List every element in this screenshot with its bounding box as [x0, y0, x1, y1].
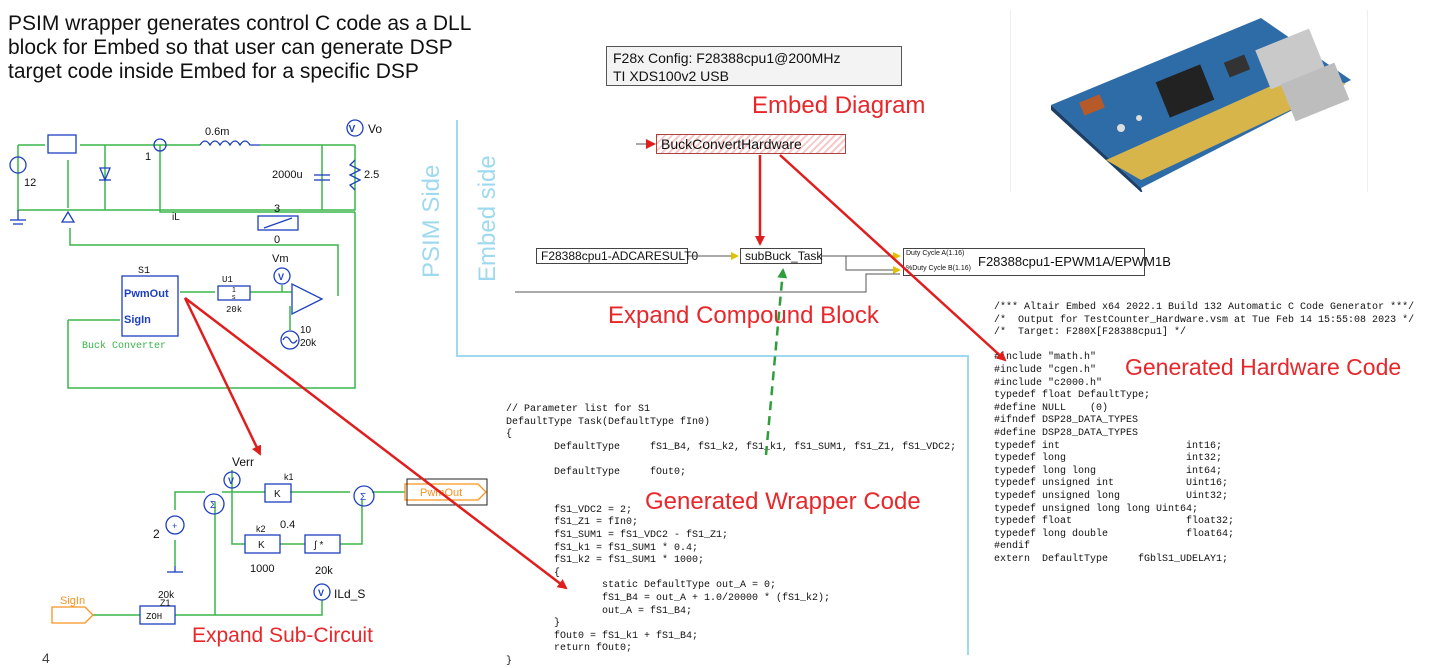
k1-val: 0.4	[280, 519, 295, 531]
integrator-glyph: ∫ *	[313, 540, 324, 551]
pwmout-label: PwmOut	[124, 288, 169, 300]
res-label: 2.5	[364, 169, 379, 181]
u1-label: U1	[222, 275, 233, 285]
svg-text:V: V	[278, 272, 284, 282]
tri-20k-label: 20k	[300, 338, 317, 349]
dsp-board-icon	[1051, 18, 1351, 194]
ild-label: ILd_S	[334, 587, 365, 601]
subcircuit-labels: + 2 V Verr Σ k1 K 0.4 k2 K 1000 ∫ * 20k …	[146, 455, 366, 622]
adc-block[interactable]: F28388cpu1-ADCARESULT0	[536, 248, 698, 264]
k1-glyph: K	[274, 489, 281, 500]
arrow-embed-to-hardware	[779, 154, 1007, 362]
cap-label: 2000u	[272, 169, 303, 181]
vm-label: Vm	[272, 253, 289, 265]
k2-label: k2	[256, 524, 266, 534]
zoh-label: ZOH	[146, 612, 162, 622]
hardware-code-block: /*** Altair Embed x64 2022.1 Build 132 A…	[994, 302, 1415, 565]
inductor-label: 0.6m	[205, 126, 229, 138]
label-embed-diagram: Embed Diagram	[752, 92, 926, 119]
vo-label: Vo	[368, 122, 382, 136]
power-components	[9, 119, 364, 350]
config-line-2: TI XDS100v2 USB	[613, 68, 729, 84]
red-arrows	[183, 154, 1007, 590]
duty-a-label: Duty Cycle A(1.16)	[906, 250, 965, 257]
integrator-20k: 20k	[315, 565, 333, 577]
divider-vertical-right	[967, 355, 969, 655]
s1-label: S1	[138, 266, 150, 277]
arrow-s1-to-wrapper	[184, 297, 568, 590]
intro-line-3: target code inside Embed for a specific …	[8, 60, 419, 83]
k1-label: k1	[284, 472, 294, 482]
svg-text:V: V	[318, 588, 324, 598]
dsp-board-image	[1010, 10, 1368, 194]
label-generated-hardware: Generated Hardware Code	[1125, 354, 1402, 380]
label-expand-compound: Expand Compound Block	[608, 302, 879, 329]
verr-label: Verr	[232, 455, 254, 469]
svg-text:Σ: Σ	[210, 500, 216, 511]
src-2-label: 2	[153, 527, 160, 541]
divider-horizontal	[456, 355, 968, 357]
il-label: iL	[172, 212, 180, 223]
epwm-label: F28388cpu1-EPWM1A/EPWM1B	[978, 254, 1171, 269]
u1-num: 1	[232, 287, 236, 294]
u1-den: s	[232, 294, 236, 301]
node1-label: 1	[145, 151, 151, 163]
power-stage-circuit	[17, 144, 356, 389]
sigin-label: SigIn	[124, 314, 151, 326]
duty-b-label: %Duty Cycle B(1.16)	[906, 265, 971, 272]
intro-line-1: PSIM wrapper generates control C code as…	[8, 12, 472, 35]
config-line-1: F28x Config: F28388cpu1@200MHz	[613, 50, 841, 66]
buck-convert-hardware-block[interactable]: BuckConvertHardware	[656, 134, 846, 154]
intro-line-2: block for Embed so that user can generat…	[8, 36, 453, 59]
intro-text: PSIM wrapper generates control C code as…	[8, 12, 568, 84]
subcircuit-components	[139, 471, 375, 625]
svg-text:V: V	[349, 124, 356, 135]
sensor-3-label: 3	[274, 203, 280, 215]
sensor-0-label: 0	[274, 234, 280, 246]
subcircuit-ports: PwmOut SigIn	[51, 478, 488, 624]
svg-text:V: V	[228, 476, 234, 486]
arrow-s1-to-subcircuit	[183, 297, 262, 456]
src-12-label: 12	[24, 177, 36, 189]
label-expand-subcircuit: Expand Sub-Circuit	[192, 624, 373, 647]
slide-number: 4	[42, 650, 50, 666]
divider-vertical-left	[456, 120, 458, 356]
label-generated-wrapper: Generated Wrapper Code	[645, 488, 921, 515]
tri-10-label: 10	[300, 325, 312, 336]
zoh-top: 20k	[158, 590, 175, 601]
subbuck-task-block[interactable]: subBuck_Task	[740, 248, 822, 264]
subcircuit-wires	[92, 470, 405, 616]
svg-text:+: +	[172, 521, 177, 531]
zoh-z1: Z1	[160, 598, 171, 608]
sub-sigin-label: SigIn	[60, 595, 85, 607]
power-labels: 12 0.6m 1 2000u 2.5 V Vo iL 3 0 S1 PwmOu…	[24, 122, 382, 352]
u1-k-label: 20k	[226, 305, 242, 315]
epwm-block[interactable]: Duty Cycle A(1.16) %Duty Cycle B(1.16) F…	[903, 248, 1171, 276]
buck-converter-label: Buck Converter	[82, 340, 166, 352]
embed-wires	[515, 139, 901, 293]
k2-glyph: K	[258, 540, 265, 551]
svg-text:Σ: Σ	[360, 492, 366, 503]
embed-config-box[interactable]: F28x Config: F28388cpu1@200MHz TI XDS100…	[606, 46, 902, 86]
k2-val: 1000	[250, 563, 274, 575]
arrow-wrapper-to-subbuck	[764, 268, 788, 456]
